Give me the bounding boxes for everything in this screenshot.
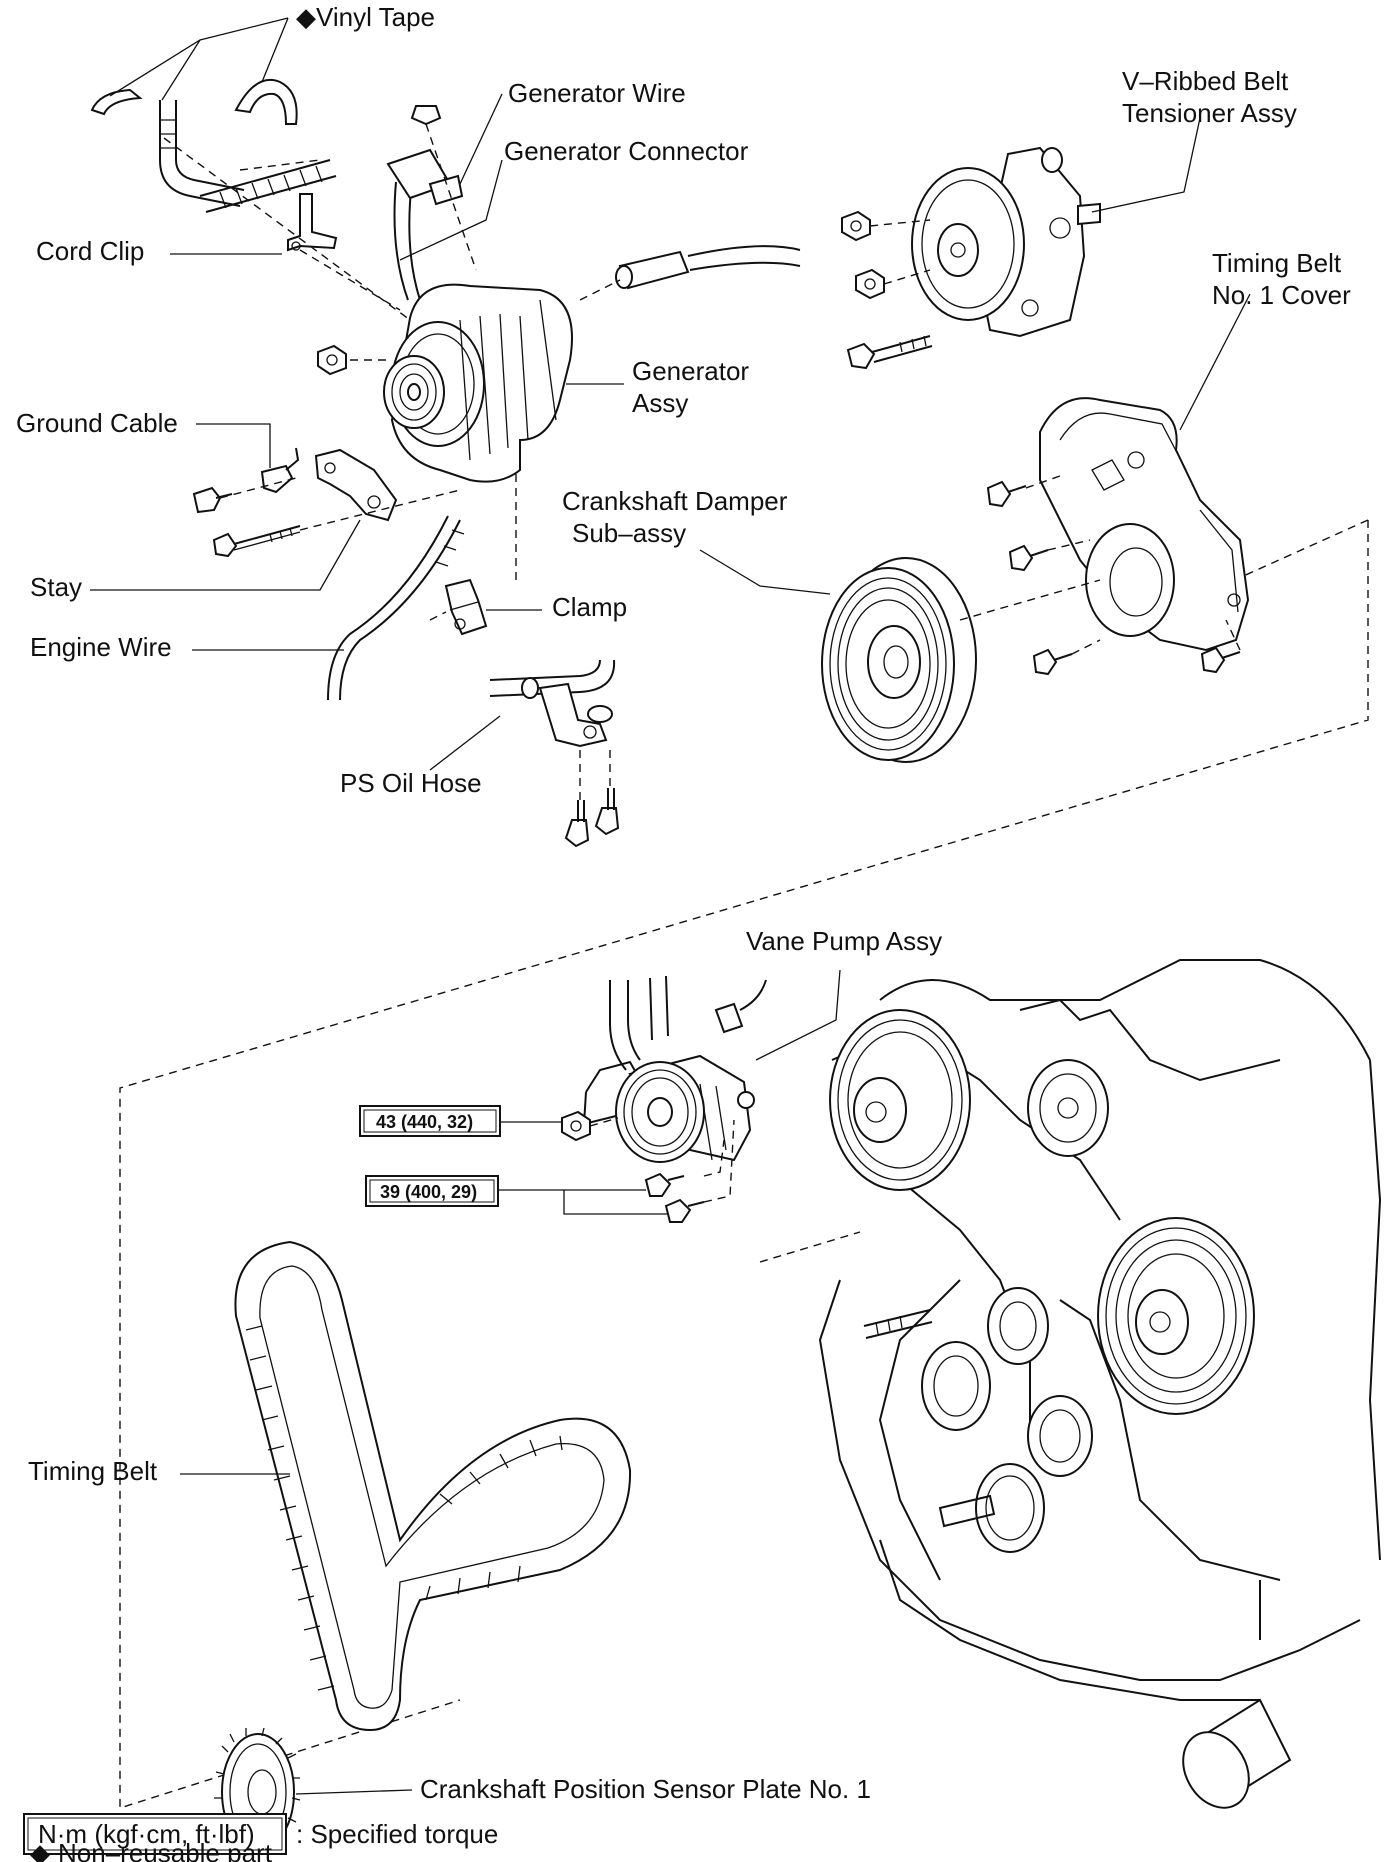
- legend-nonreusable-desc: Non–reusable part: [58, 1838, 273, 1862]
- stay-part: [314, 448, 398, 522]
- legend: N·m (kgf·cm, ft·lbf) : Specified torque: [23, 1813, 498, 1855]
- engine-wire-part: [327, 515, 465, 701]
- crankshaft-damper-part: [821, 557, 977, 763]
- stay-bolt: [212, 525, 301, 558]
- vane-pump-nut: [561, 1110, 591, 1142]
- vane-pump-assy-label: Vane Pump Assy: [746, 926, 942, 956]
- crankshaft-damper-label-1: Crankshaft Damper: [562, 486, 788, 516]
- leader-lines: [90, 93, 1251, 1795]
- generator-wire-part: [386, 105, 464, 301]
- vane-pump-assy-part: [582, 975, 767, 1163]
- ground-cable-label: Ground Cable: [16, 408, 178, 438]
- legend-torque-box-text: N·m (kgf·cm, ft·lbf): [38, 1819, 255, 1849]
- cover-bolts: [986, 480, 1241, 676]
- svg-text:◆Vinyl Tape: ◆Vinyl Tape: [296, 2, 435, 32]
- idler-pulley-small: [921, 1287, 1093, 1477]
- generator-assy-label-2: Assy: [632, 388, 688, 418]
- cord-clip-label: Cord Clip: [36, 236, 144, 266]
- wire-harness-part: [199, 159, 337, 213]
- ground-cable-part: [260, 447, 300, 494]
- vinyl-tape-label: Vinyl Tape: [316, 2, 435, 32]
- ground-bolt: [192, 486, 233, 514]
- cord-clip-part: [287, 193, 338, 252]
- torque-39-text: 39 (400, 29): [380, 1182, 477, 1202]
- labels: ◆Vinyl Tape Generator Wire Generator Con…: [16, 2, 1351, 1804]
- torque-spec-43: 43 (440, 32): [359, 1105, 501, 1137]
- clamp-part: [444, 578, 488, 636]
- generator-connector-label: Generator Connector: [504, 136, 749, 166]
- sensor-plate-label: Crankshaft Position Sensor Plate No. 1: [420, 1774, 871, 1804]
- assembly-guides: [163, 123, 1241, 1127]
- legend-torque-desc: : Specified torque: [296, 1819, 498, 1849]
- timing-belt-cover-label-1: Timing Belt: [1212, 248, 1342, 278]
- tensioner-assy-part: [911, 146, 1101, 338]
- timing-belt-cover-part: [1039, 397, 1250, 652]
- stay-label: Stay: [30, 572, 82, 602]
- timing-belt-cover-label-2: No. 1 Cover: [1212, 280, 1351, 310]
- timing-belt-part: [234, 1240, 632, 1732]
- clamp-label: Clamp: [552, 592, 627, 622]
- ps-oil-hose-part: [489, 659, 616, 748]
- generator-wire-label: Generator Wire: [508, 78, 686, 108]
- generator-connector-part: [615, 245, 801, 290]
- tensioner-bolts: [841, 210, 933, 370]
- vane-pump-bolts: [644, 1119, 735, 1223]
- engine-wire-label: Engine Wire: [30, 632, 172, 662]
- camshaft-pulley-left: [829, 1009, 971, 1191]
- torque-43-text: 43 (440, 32): [376, 1112, 473, 1132]
- vribbed-belt-label-2: Tensioner Assy: [1122, 98, 1297, 128]
- torque-spec-39: 39 (400, 29): [365, 1175, 499, 1207]
- generator-nut: [317, 344, 347, 376]
- legend-nonreusable: ◆ Non–reusable part: [30, 1838, 273, 1862]
- crankshaft-pulley-engine: [938, 1463, 1045, 1553]
- generator-assy-label-1: Generator: [632, 356, 749, 386]
- camshaft-pulley-right: [1097, 1217, 1255, 1415]
- vinyl-tape-leaders: [109, 17, 289, 101]
- crankshaft-damper-label-2: Sub–assy: [572, 518, 686, 548]
- idler-pulley-upper: [1027, 1059, 1109, 1157]
- vinyl-tape-part: [90, 79, 298, 207]
- oil-filter-part: [1182, 1698, 1292, 1809]
- nonreusable-diamond-icon: ◆: [30, 1838, 50, 1862]
- generator-assy-part: [383, 283, 573, 483]
- timing-belt-label: Timing Belt: [28, 1456, 158, 1486]
- diamond-icon: ◆: [296, 2, 316, 32]
- vribbed-belt-label-1: V–Ribbed Belt: [1122, 66, 1289, 96]
- assembly-boundary: [119, 519, 1369, 1809]
- engine-stud: [863, 1309, 933, 1339]
- ps-oil-hose-bolts: [564, 788, 620, 848]
- ps-oil-hose-label: PS Oil Hose: [340, 768, 482, 798]
